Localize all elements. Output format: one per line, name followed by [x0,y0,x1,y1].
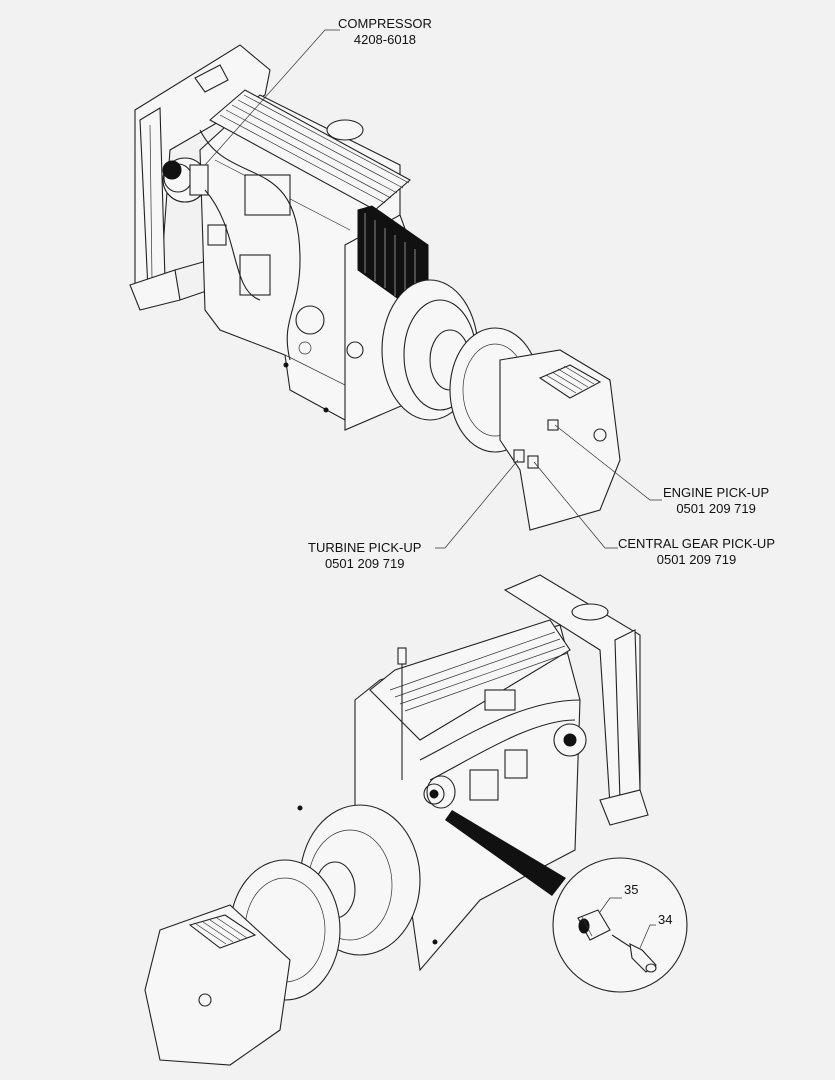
detail-item-35-adapter [577,909,611,941]
turbine-pickup-label: TURBINE PICK-UP 0501 209 719 [308,540,421,572]
central-gear-pickup-label: CENTRAL GEAR PICK-UP 0501 209 719 [618,536,775,568]
engine-pickup-label: ENGINE PICK-UP 0501 209 719 [663,485,769,517]
compressor-unit [162,157,209,203]
lower-engine-view [144,574,649,1066]
callout-35: 35 [624,882,639,897]
lower-radiator-frame [503,574,649,826]
detail-source-circle [426,775,456,809]
turbine-pickup-part-number: 0501 209 719 [324,556,405,571]
detail-circle [552,857,688,993]
upper-engine-block [162,89,429,431]
compressor-label: COMPRESSOR 4208-6018 [338,16,432,48]
turbine-pickup-name: TURBINE PICK-UP [308,540,422,555]
callout-34: 34 [658,912,673,927]
upper-engine-view [129,44,621,531]
lower-transmission [144,804,421,1066]
compressor-name: COMPRESSOR [338,16,432,31]
upper-leader-lines [204,29,662,549]
compressor-part-number: 4208-6018 [353,32,417,47]
central-gear-pickup-part-number: 0501 209 719 [656,552,737,567]
engine-pickup-name: ENGINE PICK-UP [663,485,770,500]
central-gear-pickup-name: CENTRAL GEAR PICK-UP [618,536,775,551]
engine-pickup-part-number: 0501 209 719 [676,501,756,516]
upper-transmission [381,279,621,531]
detail-item-34-sensor [611,934,657,973]
detail-wedge [445,810,566,896]
